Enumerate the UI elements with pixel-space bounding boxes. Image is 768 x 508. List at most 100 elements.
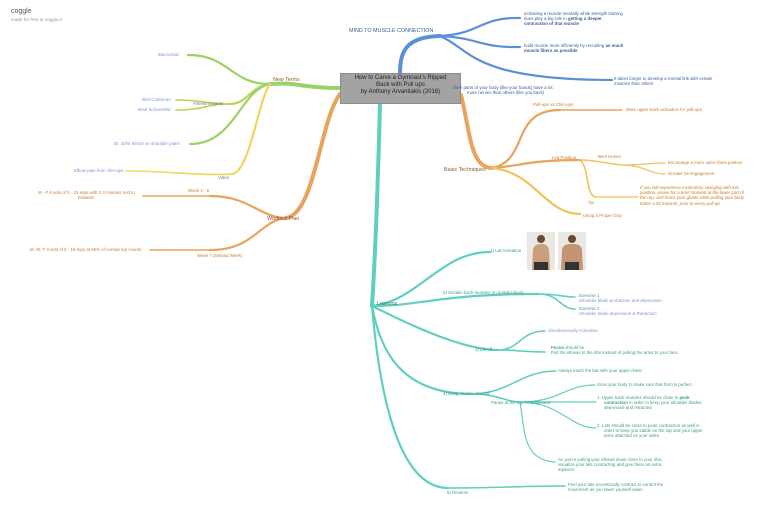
focus-note[interactable]: Focus should be Pull the elbows to the r… bbox=[551, 345, 678, 355]
scan-item-2-line3: arms attached on your sides bbox=[604, 433, 660, 439]
scan-body[interactable]: Scan your body to make sure that form is… bbox=[597, 382, 692, 387]
mind-node-2-line1: build muscle more efficiently by recruit… bbox=[524, 43, 606, 48]
mind-node-3[interactable]: It takes longer to develop a mental link… bbox=[614, 76, 712, 86]
scan-item-1[interactable]: 1. Upper back muscles should be close to… bbox=[597, 395, 702, 411]
branch-lessons-pause bbox=[469, 393, 521, 403]
lesson-reverse[interactable]: 5) Reverse bbox=[447, 490, 469, 495]
elbows-visualize-line2: visualize your lats contracting and give… bbox=[558, 462, 662, 468]
branch-lessons-item2 bbox=[519, 401, 597, 429]
week-1-6-label[interactable]: Week 1 - 6 bbox=[188, 188, 210, 193]
exercise-1-note: Shoulder blade protraction and depressio… bbox=[579, 298, 662, 304]
scan-item-2[interactable]: 2. Lats should be close to peak contract… bbox=[597, 423, 703, 439]
fitness-experts-label[interactable]: Fitness Experts bbox=[193, 101, 224, 106]
scan-item-1-line2: in order to keep your shoulder blades bbox=[627, 400, 702, 406]
reverse-note-line1: Feel your lats eccentrically contract to… bbox=[568, 482, 664, 487]
scan-item-2-line1: 2. Lats should be close to peak contract… bbox=[597, 423, 700, 428]
leg-position-label[interactable]: Leg Position bbox=[552, 155, 577, 160]
branch-basic-bent bbox=[579, 159, 626, 166]
branch-lessons-main bbox=[370, 102, 382, 308]
expert-brad-schoenfeld[interactable]: Brad Schoenfeld bbox=[138, 107, 171, 112]
mind-node-2[interactable]: build muscle more efficiently by recruit… bbox=[524, 43, 623, 53]
branch-lessons-reverse-note bbox=[447, 485, 566, 489]
week-1-6-note[interactable]: M - F 6 sets of 5 - 15 reps with 2-3 min… bbox=[38, 190, 135, 200]
pull-elbows-note: Pull the elbows to the ribs instead of p… bbox=[551, 350, 678, 356]
mind-node-1-bold: getting a deeper bbox=[567, 16, 602, 22]
mind-muscle-label[interactable]: MIND TO MUSCLE CONNECTION bbox=[349, 28, 434, 34]
exercise-1[interactable]: Exercise 1 Shoulder blade protraction an… bbox=[579, 293, 662, 303]
simultaneous-activation-link[interactable]: Simultaneously Activation bbox=[548, 328, 598, 333]
focus-rest: should be bbox=[563, 345, 585, 350]
bent-knees-label[interactable]: Bent Knees bbox=[598, 154, 621, 159]
video-label[interactable]: Video bbox=[218, 175, 230, 180]
tip-note-line3: the rep, and brace your glutes while pul… bbox=[640, 195, 744, 201]
week-7-note[interactable]: M, W, F 3 sets of 5 - 15 reps at 60% of … bbox=[30, 247, 142, 252]
week-7-label[interactable]: Week 7 (Deload Week) bbox=[197, 253, 243, 258]
branch-basic-grip bbox=[490, 166, 582, 216]
mind-node-1-line1: activating a muscle mentally while stren… bbox=[524, 11, 623, 16]
greater-lat-engagement[interactable]: Greater lat engagement bbox=[668, 171, 715, 176]
exercise-2-label: Exercise 2 bbox=[579, 306, 600, 311]
exercise-1-label: Exercise 1 bbox=[579, 293, 600, 298]
mind-node-3-line2: muscles than others bbox=[614, 81, 654, 87]
new-terms-label[interactable]: New Terms bbox=[273, 77, 300, 83]
proper-grip-label[interactable]: Using a Proper Grip bbox=[583, 213, 622, 218]
central-note[interactable]: Sore parts of your body (like your hands… bbox=[453, 85, 553, 95]
central-title-line1: How to Carve a Gymnast's Ripped bbox=[354, 75, 447, 81]
branch-lessons-liftoff bbox=[370, 304, 500, 352]
elbows-visualize[interactable]: As you're pulling your elbows down close… bbox=[558, 457, 662, 473]
elbows-visualize-line3: squeeze bbox=[558, 467, 575, 473]
branch-lessons-elbows bbox=[519, 401, 556, 463]
branch-lessons-sustain bbox=[370, 292, 540, 308]
mind-node-1-bold-line3: contraction of that muscle bbox=[524, 21, 579, 27]
week-1-6-note-line1: M - F 6 sets of 5 - 15 reps with 2-3 min… bbox=[38, 190, 135, 195]
always-touch-bar[interactable]: Always touch the bar with your upper che… bbox=[558, 368, 642, 373]
scan-item-2-line2: order to keep you stable on the top and … bbox=[604, 428, 703, 434]
pullups-vs-chinups[interactable]: Pull-ups vs Chin-ups bbox=[533, 102, 574, 107]
mind-node-1-line2: does play a big role in bbox=[524, 16, 568, 22]
exercise-2[interactable]: Exercise 2 Shoulder blade depression & R… bbox=[579, 306, 657, 316]
lessons-label[interactable]: Lessons bbox=[377, 301, 398, 307]
branch-terms-brad bbox=[175, 103, 231, 111]
term-elbow-pain-link[interactable]: Elbow pain from chin-ups bbox=[74, 168, 124, 173]
week-1-6-note-line2: between bbox=[78, 195, 95, 201]
basic-techniques-label[interactable]: Basic Techniques bbox=[444, 167, 486, 173]
back-photo-2-icon bbox=[558, 232, 586, 270]
reverse-note-line2: movement as you lower yourself down bbox=[568, 487, 643, 493]
lesson-lat-activation[interactable]: 1) Lat Activation bbox=[490, 248, 522, 253]
central-note-line2: more nerves than others (like you back) bbox=[467, 90, 545, 96]
coggle-logo[interactable]: coggle bbox=[11, 8, 32, 15]
branch-lessons-simul bbox=[497, 330, 546, 351]
encourage-open-chest[interactable]: Encourage a more open chest posture bbox=[668, 160, 743, 165]
tip-label[interactable]: Tip bbox=[588, 200, 594, 205]
lesson-sustain[interactable]: 2) Sustain back muscles on (initializati… bbox=[443, 290, 524, 295]
expert-bret-contreras[interactable]: Bret Contreras bbox=[142, 97, 171, 102]
branch-lessons-reverse bbox=[370, 304, 450, 490]
coggle-credit[interactable]: made for free at coggle.it bbox=[11, 17, 62, 22]
branch-lessons-focus bbox=[497, 349, 546, 353]
tip-note-line2: position, pause for a brief moment at th… bbox=[640, 190, 744, 196]
upper-back-activation[interactable]: More upper-back activation for pull-ups bbox=[626, 107, 702, 112]
branch-workout-week7 bbox=[208, 216, 288, 252]
scan-item-1-bold: peak bbox=[679, 395, 690, 400]
central-title-line3: by Anthony Arvanitakis (2016) bbox=[360, 89, 441, 95]
workout-plan-label[interactable]: Workout Plan bbox=[267, 216, 300, 222]
pause-at-top[interactable]: Pause at the top for a moment bbox=[491, 400, 551, 405]
term-kirsch-link[interactable]: Dr. John Kirsch on shoulder pains bbox=[114, 141, 180, 146]
lesson-bring-chest[interactable]: 4) Bring chest to the bar bbox=[443, 391, 490, 396]
lat-activation-photos[interactable] bbox=[527, 232, 586, 270]
mind-node-2-bold: as much bbox=[605, 43, 624, 48]
mind-node-1[interactable]: activating a muscle mentally while stren… bbox=[524, 11, 623, 27]
branch-basic-pullups bbox=[490, 108, 562, 170]
reverse-note[interactable]: Feel your lats eccentrically contract to… bbox=[568, 482, 663, 492]
branch-mind-1 bbox=[438, 16, 522, 38]
branch-basic-encourage bbox=[624, 162, 666, 166]
branch-workout-week1 bbox=[208, 194, 288, 220]
elbows-visualize-line1: As you're pulling your elbows down close… bbox=[558, 457, 663, 462]
central-node[interactable]: How to Carve a Gymnast's Ripped Back wit… bbox=[340, 73, 461, 104]
lesson-lift-off[interactable]: 3) Lift off bbox=[475, 347, 493, 352]
scan-item-1-bold2: contraction bbox=[604, 400, 628, 406]
central-title-line2: Back with Pull ups bbox=[376, 82, 425, 88]
branch-lessons-lat bbox=[370, 250, 492, 308]
tip-note[interactable]: If you still experience involuntary swin… bbox=[640, 185, 744, 206]
term-biacromial[interactable]: Biacromial bbox=[158, 52, 179, 57]
